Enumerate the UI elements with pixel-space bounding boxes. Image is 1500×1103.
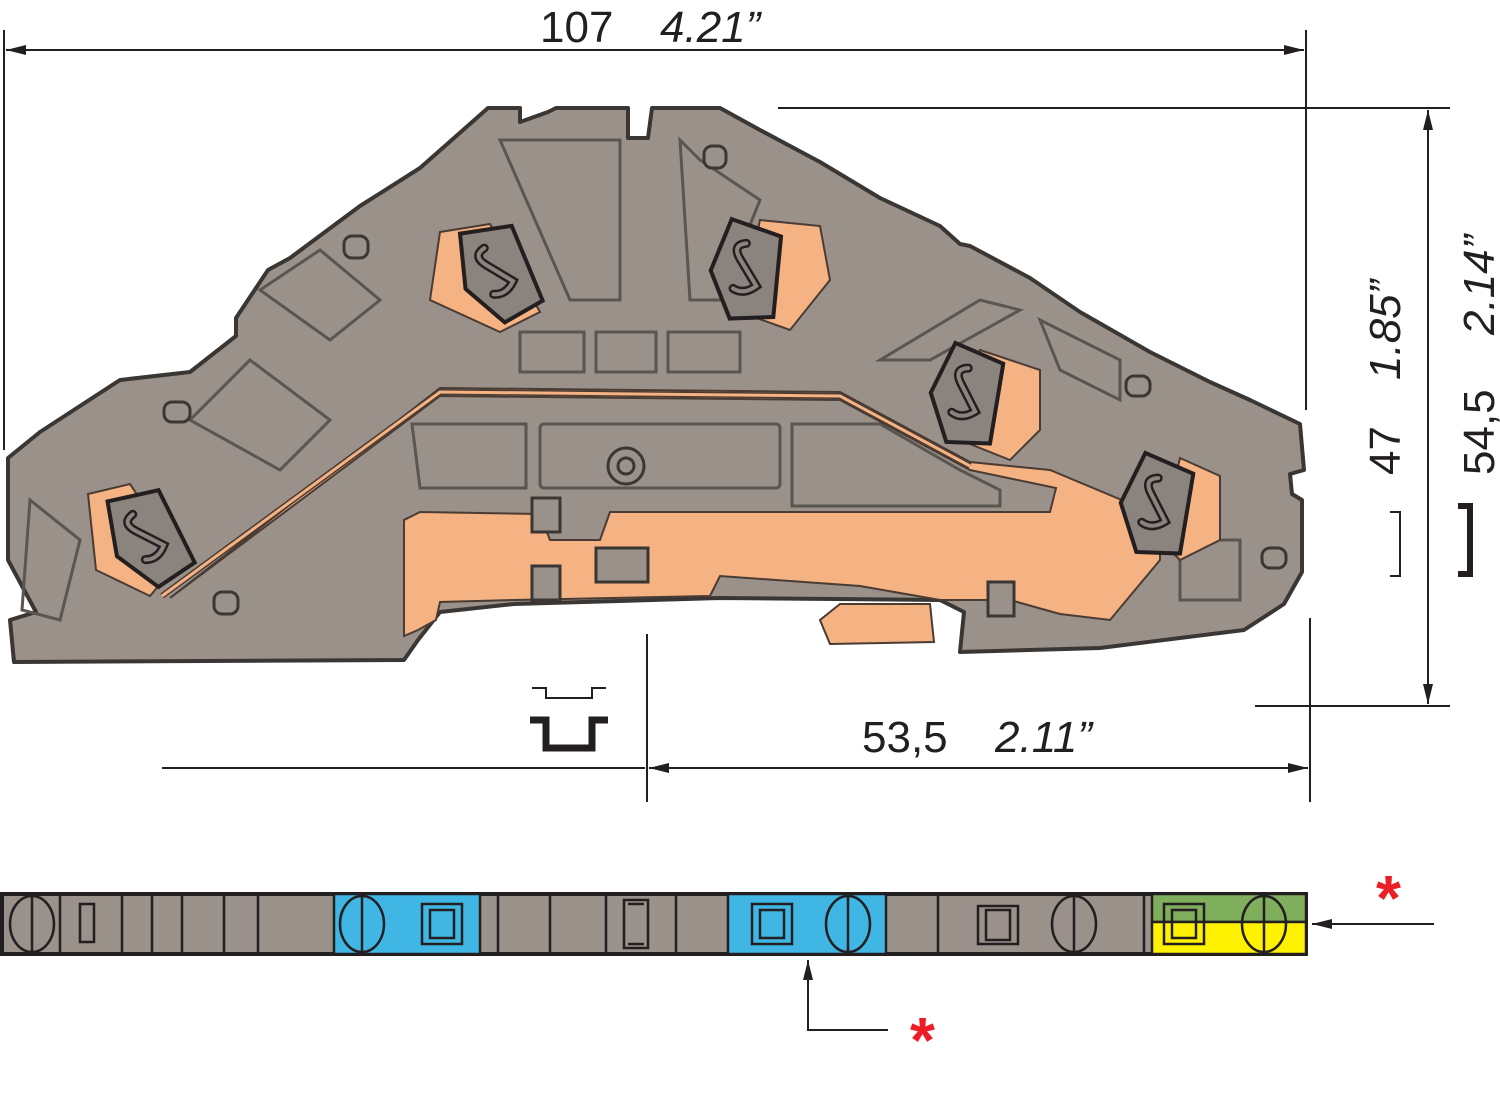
marker-pointers — [803, 919, 1434, 1031]
overall-width-inch: 4.21” — [660, 3, 763, 52]
marker-asterisk-right: * — [1376, 862, 1401, 934]
marker-asterisk-bottom: * — [910, 1004, 935, 1076]
height-above-rail-inch: 1.85” — [1361, 277, 1410, 380]
overall-width-mm: 107 — [540, 3, 613, 52]
din-rail-bracket-icon — [1458, 503, 1473, 577]
height-above-rail-mm: 47 — [1361, 426, 1410, 475]
total-height-inch: 2.14” — [1455, 232, 1500, 336]
green-segment — [1150, 892, 1308, 924]
din-rail-profile-icon — [532, 687, 606, 699]
terminal-block-side-view — [6, 106, 1306, 664]
rail-to-edge-inch: 2.11” — [994, 713, 1094, 762]
dimension-lines — [3, 30, 1450, 802]
din-rail-profile-icon — [530, 716, 608, 752]
rail-to-edge-mm: 53,5 — [862, 713, 948, 762]
terminal-block-top-view — [0, 892, 1308, 956]
din-rail-bracket-icon — [1390, 511, 1401, 577]
total-height-mm: 54,5 — [1455, 389, 1500, 475]
